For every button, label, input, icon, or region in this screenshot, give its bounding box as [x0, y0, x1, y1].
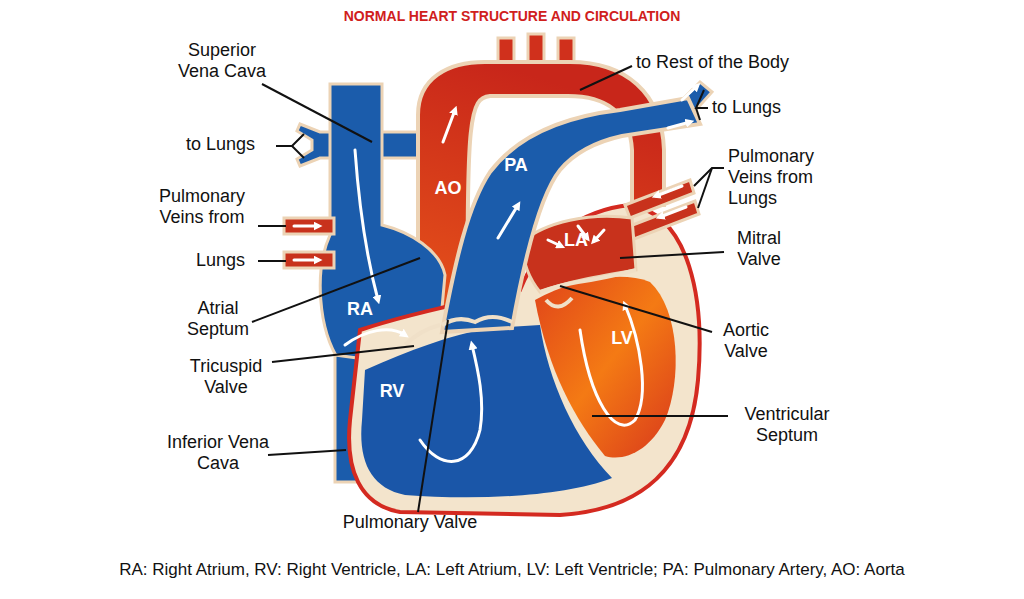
leader-line — [696, 90, 708, 108]
pulmonary-valve — [442, 317, 512, 325]
flow-arrow — [656, 186, 682, 196]
chamber-label: LA — [556, 230, 596, 251]
chamber-label: AO — [428, 178, 468, 199]
flow-arrow — [294, 225, 318, 228]
flow-arrow — [548, 240, 561, 246]
part-label: Aortic Valve — [714, 320, 778, 362]
left-atrium — [522, 216, 636, 292]
flow-arrow — [660, 207, 686, 217]
leader-line — [252, 258, 420, 322]
flow-arrow — [498, 205, 518, 238]
flow-arrow — [294, 259, 318, 262]
part-label: Mitral Valve — [728, 228, 790, 270]
part-label: to Lungs — [712, 97, 812, 118]
mitral-valve — [540, 270, 636, 292]
leader-line — [418, 320, 448, 512]
flow-arrow — [580, 305, 642, 425]
part-label: Inferior Vena Cava — [166, 432, 270, 474]
flow-arrow — [682, 86, 697, 100]
aortic-valve — [546, 298, 572, 307]
pulmonary-artery — [442, 98, 700, 332]
flow-arrow — [345, 330, 405, 345]
leader-line — [276, 134, 304, 146]
flow-arrow — [668, 122, 690, 128]
part-label: Pulmonary Veins from Lungs — [728, 146, 838, 209]
part-label: Tricuspid Valve — [180, 356, 272, 398]
leader-line — [292, 146, 304, 158]
flow-arrow — [594, 230, 604, 241]
tricuspid-valve — [405, 325, 440, 345]
leader-line — [262, 84, 372, 142]
chamber-label: LV — [602, 328, 642, 349]
part-label: Pulmonary Valve — [320, 512, 500, 533]
left-ventricle — [535, 277, 676, 458]
leader-line — [620, 252, 724, 258]
leader-line — [272, 346, 414, 362]
leader-line — [696, 108, 700, 120]
pulmonary-vein — [284, 252, 334, 268]
chamber-label: RV — [372, 381, 412, 402]
part-label: Pulmonary Veins from — [146, 186, 258, 228]
caption: RA: Right Atrium, RV: Right Ventricle, L… — [0, 560, 1024, 580]
leader-line — [698, 168, 712, 208]
part-label: to Rest of the Body — [636, 52, 846, 73]
leader-lines — [252, 66, 728, 512]
part-label: to Lungs — [186, 134, 276, 155]
leader-line — [580, 66, 632, 90]
chamber-label: RA — [340, 299, 380, 320]
leader-line — [560, 286, 712, 332]
leader-line — [592, 415, 728, 417]
pulmonary-vein — [630, 201, 699, 239]
diagram-title: NORMAL HEART STRUCTURE AND CIRCULATION — [262, 8, 762, 25]
chamber-label: PA — [496, 155, 536, 176]
part-label: Lungs — [196, 250, 256, 271]
part-label: Superior Vena Cava — [172, 40, 272, 82]
part-label: Atrial Septum — [182, 298, 254, 340]
part-label: Ventricular Septum — [732, 404, 842, 446]
flow-arrows — [294, 86, 697, 461]
pulmonary-vein — [284, 218, 334, 234]
leader-line — [268, 450, 346, 455]
leader-line — [258, 260, 286, 262]
leader-line — [258, 225, 286, 227]
flow-arrow — [443, 110, 455, 142]
